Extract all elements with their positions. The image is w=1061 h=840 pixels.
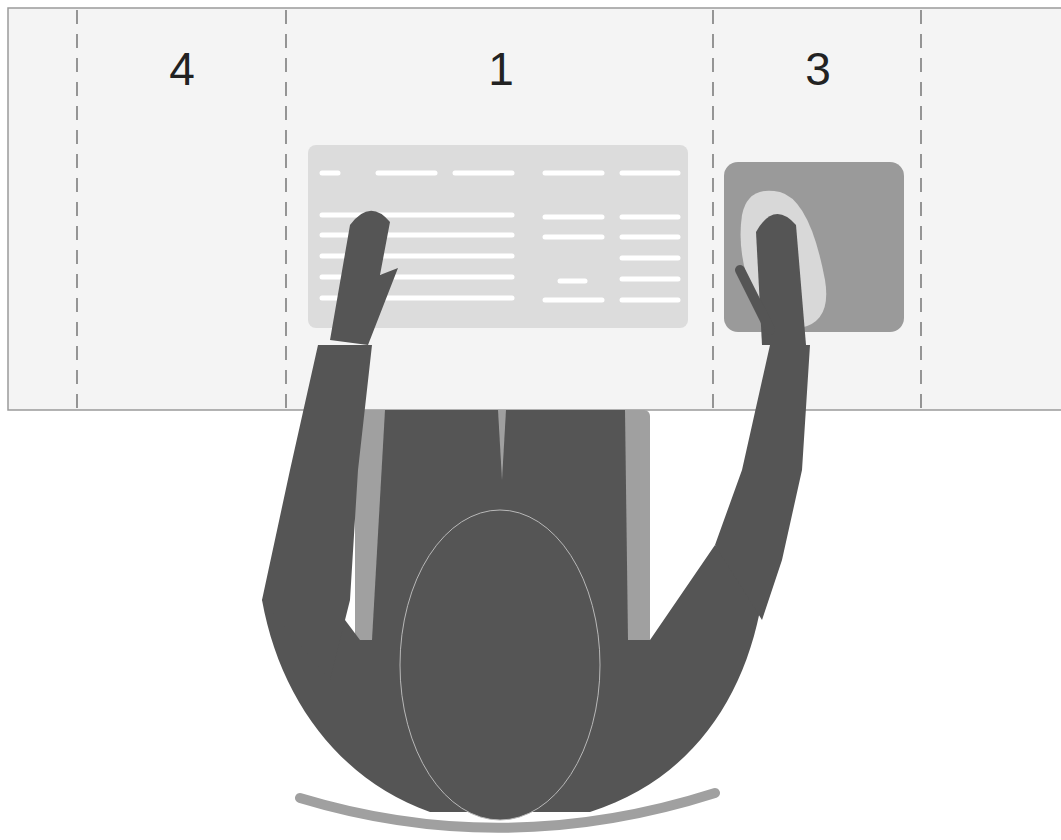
chair-base bbox=[300, 793, 715, 828]
right-thumb bbox=[740, 270, 770, 330]
desk-surface bbox=[8, 8, 1061, 410]
right-arm bbox=[715, 345, 810, 620]
left-arm bbox=[262, 345, 372, 680]
zone-number: 4 bbox=[169, 46, 195, 92]
mouse-pad bbox=[724, 162, 904, 332]
collar-line bbox=[498, 410, 506, 480]
zone-number: 3 bbox=[805, 46, 831, 92]
head bbox=[400, 510, 600, 820]
zone-number: 1 bbox=[488, 46, 514, 92]
left-hand bbox=[330, 211, 398, 345]
